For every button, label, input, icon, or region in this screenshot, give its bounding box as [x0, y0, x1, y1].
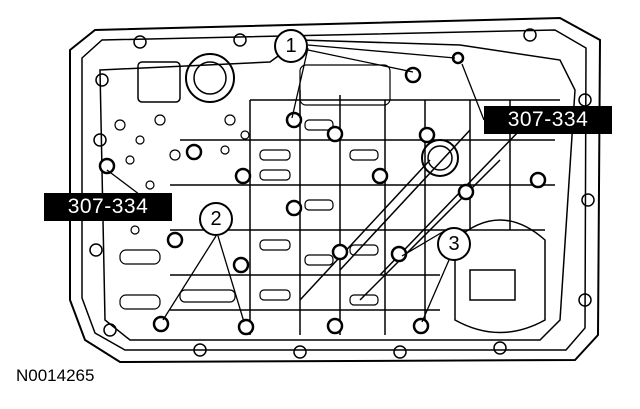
valve-body-plate	[99, 39, 576, 341]
tool-label-left: 307-334	[44, 193, 172, 221]
callout-3: 3	[437, 227, 471, 261]
tool-label-right: 307-334	[484, 106, 612, 134]
case-inner-outline	[81, 29, 587, 351]
callout-1: 1	[274, 29, 308, 63]
callout-2: 2	[199, 202, 233, 236]
left-bore-large	[185, 53, 235, 103]
case-outline	[69, 16, 602, 364]
figure-id-label: N0014265	[16, 366, 95, 385]
valve-body-bolts	[98, 51, 547, 336]
right-accumulator-housing	[454, 219, 546, 334]
leader-lines	[106, 44, 485, 323]
left-pocket	[137, 61, 181, 103]
center-bore	[421, 139, 459, 177]
